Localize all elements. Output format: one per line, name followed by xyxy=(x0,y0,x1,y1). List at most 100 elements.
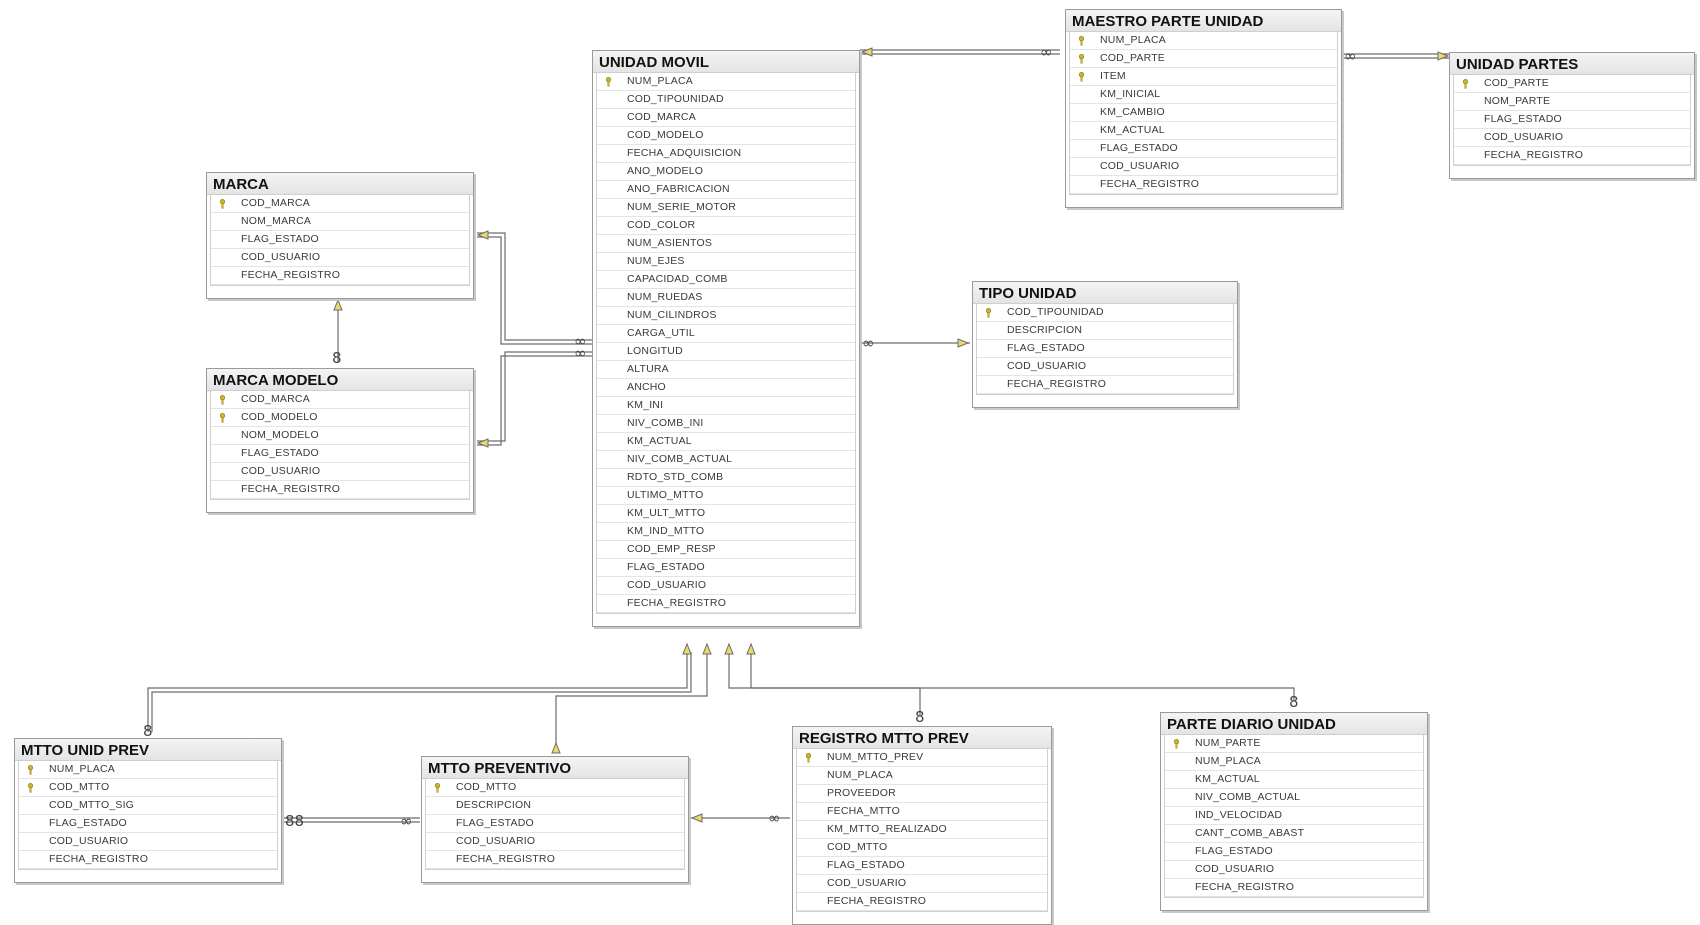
column-row[interactable]: NUM_PLACA xyxy=(1070,32,1337,50)
column-row[interactable]: COD_TIPOUNIDAD xyxy=(597,91,855,109)
column-row[interactable]: FECHA_REGISTRO xyxy=(597,595,855,613)
column-row[interactable]: NUM_MTTO_PREV xyxy=(797,749,1047,767)
column-row[interactable]: ANCHO xyxy=(597,379,855,397)
column-row[interactable]: ULTIMO_MTTO xyxy=(597,487,855,505)
column-row[interactable]: CAPACIDAD_COMB xyxy=(597,271,855,289)
column-row[interactable]: IND_VELOCIDAD xyxy=(1165,807,1423,825)
column-row[interactable]: RDTO_STD_COMB xyxy=(597,469,855,487)
column-row[interactable]: COD_USUARIO xyxy=(426,833,684,851)
column-row[interactable]: COD_MODELO xyxy=(597,127,855,145)
column-row[interactable]: KM_INICIAL xyxy=(1070,86,1337,104)
column-row[interactable]: KM_ACTUAL xyxy=(597,433,855,451)
column-row[interactable]: FECHA_REGISTRO xyxy=(426,851,684,869)
column-row[interactable]: FLAG_ESTADO xyxy=(797,857,1047,875)
column-row[interactable]: FECHA_REGISTRO xyxy=(19,851,277,869)
column-row[interactable]: KM_ACTUAL xyxy=(1165,771,1423,789)
column-row[interactable]: FLAG_ESTADO xyxy=(211,445,469,463)
column-row[interactable]: FECHA_REGISTRO xyxy=(211,481,469,499)
column-row[interactable]: COD_USUARIO xyxy=(977,358,1233,376)
column-row[interactable]: NUM_PLACA xyxy=(797,767,1047,785)
column-row[interactable]: NUM_PLACA xyxy=(597,73,855,91)
column-row[interactable]: FLAG_ESTADO xyxy=(1165,843,1423,861)
column-row[interactable]: COD_USUARIO xyxy=(597,577,855,595)
column-row[interactable]: FECHA_REGISTRO xyxy=(1070,176,1337,194)
column-row[interactable]: FECHA_MTTO xyxy=(797,803,1047,821)
column-row[interactable]: COD_PARTE xyxy=(1070,50,1337,68)
column-row[interactable]: COD_USUARIO xyxy=(19,833,277,851)
column-row[interactable]: COD_MTTO_SIG xyxy=(19,797,277,815)
column-row[interactable]: COD_PARTE xyxy=(1454,75,1690,93)
column-row[interactable]: COD_MODELO xyxy=(211,409,469,427)
column-row[interactable]: PROVEEDOR xyxy=(797,785,1047,803)
column-row[interactable]: COD_USUARIO xyxy=(1454,129,1690,147)
column-row[interactable]: FECHA_ADQUISICION xyxy=(597,145,855,163)
column-row[interactable]: NIV_COMB_ACTUAL xyxy=(597,451,855,469)
column-row[interactable]: COD_COLOR xyxy=(597,217,855,235)
column-row[interactable]: FLAG_ESTADO xyxy=(1070,140,1337,158)
column-row[interactable]: COD_USUARIO xyxy=(211,249,469,267)
column-row[interactable]: COD_MARCA xyxy=(211,391,469,409)
column-row[interactable]: DESCRIPCION xyxy=(977,322,1233,340)
column-row[interactable]: COD_EMP_RESP xyxy=(597,541,855,559)
column-row[interactable]: LONGITUD xyxy=(597,343,855,361)
column-row[interactable]: COD_MTTO xyxy=(797,839,1047,857)
column-row[interactable]: COD_TIPOUNIDAD xyxy=(977,304,1233,322)
column-row[interactable]: DESCRIPCION xyxy=(426,797,684,815)
column-row[interactable]: COD_MARCA xyxy=(211,195,469,213)
column-row[interactable]: ITEM xyxy=(1070,68,1337,86)
column-row[interactable]: NUM_CILINDROS xyxy=(597,307,855,325)
column-row[interactable]: KM_CAMBIO xyxy=(1070,104,1337,122)
column-row[interactable]: NOM_MARCA xyxy=(211,213,469,231)
column-row[interactable]: KM_IND_MTTO xyxy=(597,523,855,541)
column-row[interactable]: NIV_COMB_ACTUAL xyxy=(1165,789,1423,807)
column-row[interactable]: NOM_PARTE xyxy=(1454,93,1690,111)
column-row[interactable]: FECHA_REGISTRO xyxy=(1454,147,1690,165)
column-row[interactable]: CARGA_UTIL xyxy=(597,325,855,343)
column-row[interactable]: FLAG_ESTADO xyxy=(211,231,469,249)
column-row[interactable]: FLAG_ESTADO xyxy=(977,340,1233,358)
column-row[interactable]: FECHA_REGISTRO xyxy=(797,893,1047,911)
column-row[interactable]: FECHA_REGISTRO xyxy=(1165,879,1423,897)
column-row[interactable]: FECHA_REGISTRO xyxy=(211,267,469,285)
column-row[interactable]: FLAG_ESTADO xyxy=(19,815,277,833)
column-row[interactable]: COD_USUARIO xyxy=(211,463,469,481)
column-row[interactable]: NUM_PLACA xyxy=(19,761,277,779)
column-row[interactable]: NIV_COMB_INI xyxy=(597,415,855,433)
column-row[interactable]: COD_USUARIO xyxy=(1070,158,1337,176)
column-row[interactable]: COD_MARCA xyxy=(597,109,855,127)
column-row[interactable]: NUM_ASIENTOS xyxy=(597,235,855,253)
column-row[interactable]: FLAG_ESTADO xyxy=(1454,111,1690,129)
column-row[interactable]: ALTURA xyxy=(597,361,855,379)
column-row[interactable]: COD_MTTO xyxy=(426,779,684,797)
column-row[interactable]: KM_ULT_MTTO xyxy=(597,505,855,523)
column-row[interactable]: FLAG_ESTADO xyxy=(426,815,684,833)
column-row[interactable]: KM_ACTUAL xyxy=(1070,122,1337,140)
column-row[interactable]: KM_INI xyxy=(597,397,855,415)
column-row[interactable]: NUM_PLACA xyxy=(1165,753,1423,771)
column-row[interactable]: NUM_PARTE xyxy=(1165,735,1423,753)
column-row[interactable]: NUM_SERIE_MOTOR xyxy=(597,199,855,217)
column-row[interactable]: KM_MTTO_REALIZADO xyxy=(797,821,1047,839)
column-row[interactable]: FECHA_REGISTRO xyxy=(977,376,1233,394)
column-row[interactable]: COD_USUARIO xyxy=(1165,861,1423,879)
column-row[interactable]: ANO_MODELO xyxy=(597,163,855,181)
column-name: COD_USUARIO xyxy=(1007,360,1087,372)
column-row[interactable]: COD_USUARIO xyxy=(797,875,1047,893)
column-row[interactable]: NUM_RUEDAS xyxy=(597,289,855,307)
column-row[interactable]: CANT_COMB_ABAST xyxy=(1165,825,1423,843)
column-row[interactable]: NUM_EJES xyxy=(597,253,855,271)
column-row[interactable]: NOM_MODELO xyxy=(211,427,469,445)
column-row[interactable]: FLAG_ESTADO xyxy=(597,559,855,577)
column-row[interactable]: COD_MTTO xyxy=(19,779,277,797)
column-row[interactable]: ANO_FABRICACION xyxy=(597,181,855,199)
